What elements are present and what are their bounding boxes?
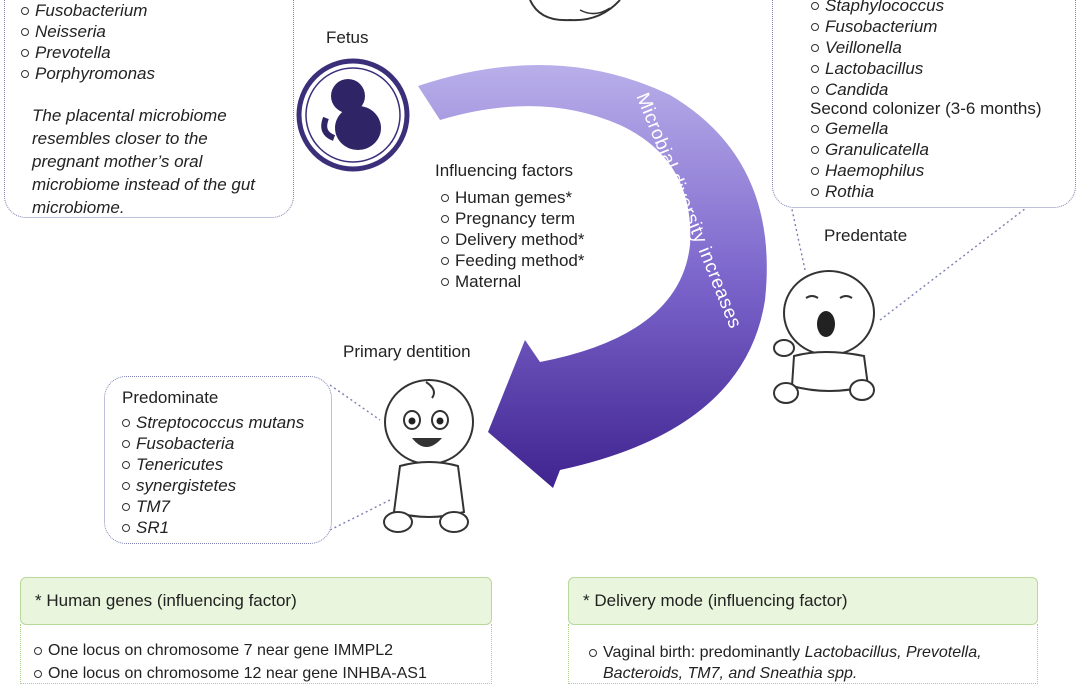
fetus-microbiome-box bbox=[4, 0, 294, 218]
list-item: Fusobacteria bbox=[121, 433, 304, 454]
list-item: One locus on chromosome 7 near gene IMMP… bbox=[33, 640, 427, 661]
predominate-title: Predominate bbox=[122, 388, 219, 407]
connector-line bbox=[789, 199, 806, 271]
predentate-microbiome-box bbox=[772, 0, 1076, 208]
list-item: SR1 bbox=[121, 517, 304, 538]
curved-arrow bbox=[418, 65, 767, 489]
list-item: Maternal bbox=[440, 271, 584, 292]
list-item: Delivery method* bbox=[440, 229, 584, 250]
stage-label-predentate: Predentate bbox=[824, 226, 908, 245]
list-item: Pregnancy term bbox=[440, 208, 584, 229]
list-item: Haemophilus bbox=[810, 160, 929, 181]
smiling-toddler-icon bbox=[383, 379, 474, 533]
list-item: Gemella bbox=[810, 118, 929, 139]
fetus-microbe-list: Fusobacterium Neisseria Prevotella Porph… bbox=[20, 0, 155, 84]
second-colonizer-title: Second colonizer (3-6 months) bbox=[810, 99, 1042, 118]
connector-line bbox=[879, 204, 1031, 321]
list-item: Granulicatella bbox=[810, 139, 929, 160]
list-item: Tenericutes bbox=[121, 454, 304, 475]
list-item: Lactobacillus bbox=[810, 58, 944, 79]
sleeping-baby-icon bbox=[529, 0, 621, 22]
human-genes-list: One locus on chromosome 7 near gene IMMP… bbox=[33, 640, 427, 684]
influencing-factors-title: Influencing factors bbox=[435, 161, 573, 180]
connector-line bbox=[329, 384, 381, 421]
list-item: Prevotella bbox=[20, 42, 155, 63]
first-colonizer-list: Staphylococcus Fusobacterium Veillonella… bbox=[810, 0, 944, 100]
list-item: TM7 bbox=[121, 496, 304, 517]
list-item: Streptococcus mutans bbox=[121, 412, 304, 433]
list-item: Porphyromonas bbox=[20, 63, 155, 84]
list-item: synergistetes bbox=[121, 475, 304, 496]
influencing-factors-list: Human gemes* Pregnancy term Delivery met… bbox=[440, 187, 584, 292]
placenta-note: The placental microbiome resembles close… bbox=[32, 106, 256, 217]
crying-baby-icon bbox=[773, 270, 875, 404]
list-item: Fusobacterium bbox=[20, 0, 155, 21]
list-item: Fusobacterium bbox=[810, 16, 944, 37]
fetus-icon bbox=[296, 58, 410, 172]
list-item: Rothia bbox=[810, 181, 929, 202]
human-genes-header: * Human genes (influencing factor) bbox=[20, 577, 492, 625]
list-item: Feeding method* bbox=[440, 250, 584, 271]
list-item: Neisseria bbox=[20, 21, 155, 42]
list-item: Veillonella bbox=[810, 37, 944, 58]
stage-label-primary-dentition: Primary dentition bbox=[343, 342, 471, 361]
connector-line bbox=[329, 499, 391, 531]
list-item: Staphylococcus bbox=[810, 0, 944, 16]
primary-dentition-box bbox=[104, 376, 332, 544]
predominate-list: Streptococcus mutans Fusobacteria Teneri… bbox=[121, 412, 304, 538]
list-item: One locus on chromosome 12 near gene INH… bbox=[33, 663, 427, 684]
delivery-mode-text: Vaginal birth: predominantly Lactobacill… bbox=[588, 642, 1028, 684]
list-item: Human gemes* bbox=[440, 187, 584, 208]
delivery-mode-header: * Delivery mode (influencing factor) bbox=[568, 577, 1038, 625]
list-item: Candida bbox=[810, 79, 944, 100]
second-colonizer-list: Gemella Granulicatella Haemophilus Rothi… bbox=[810, 118, 929, 202]
stage-label-fetus: Fetus bbox=[326, 28, 369, 47]
